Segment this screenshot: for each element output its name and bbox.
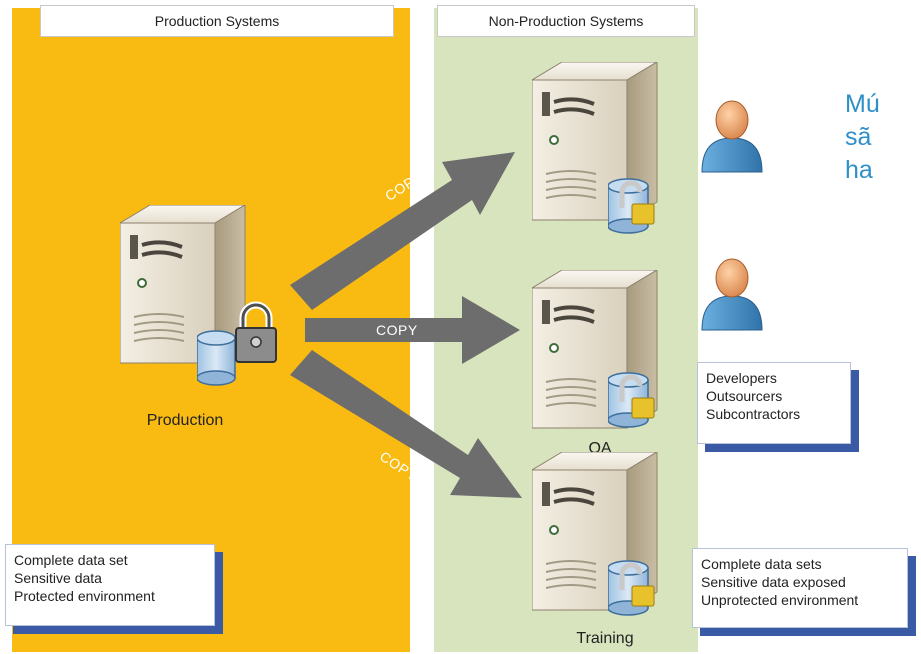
production-info-text: Complete data set Sensitive data Protect… — [5, 544, 215, 626]
info-line: Sensitive data — [14, 570, 102, 586]
database-lock-icon — [608, 178, 658, 238]
database-lock-icon — [608, 560, 658, 620]
info-line: Developers — [706, 370, 777, 386]
padlock-icon — [235, 301, 277, 363]
arrow-icon — [305, 296, 520, 364]
training-label: Training — [576, 630, 634, 647]
callout-line: ha — [845, 156, 873, 184]
callout-line: Mú — [845, 90, 880, 118]
users-info-box: Developers Outsourcers Subcontractors — [697, 362, 859, 452]
users-info-text: Developers Outsourcers Subcontractors — [697, 362, 851, 444]
info-line: Subcontractors — [706, 406, 801, 422]
nonproduction-info-box: Complete data sets Sensitive data expose… — [692, 548, 916, 636]
copy-label-2: COPY — [376, 322, 418, 338]
info-line: Outsourcers — [706, 388, 783, 404]
nonproduction-panel-title: Non-Production Systems — [437, 5, 695, 37]
callout-text: Mú sã ha — [845, 88, 880, 187]
database-lock-icon — [608, 372, 658, 432]
info-line: Complete data set — [14, 552, 128, 568]
info-line: Complete data sets — [701, 556, 822, 572]
production-info-box: Complete data set Sensitive data Protect… — [5, 544, 223, 634]
info-line: Sensitive data exposed — [701, 574, 846, 590]
arrow-icon — [290, 152, 515, 310]
info-line: Protected environment — [14, 588, 155, 604]
database-icon — [197, 330, 236, 386]
person-icon — [701, 100, 763, 173]
production-panel-title: Production Systems — [40, 5, 394, 37]
production-label: Production — [146, 412, 224, 429]
nonproduction-info-text: Complete data sets Sensitive data expose… — [692, 548, 908, 628]
info-line: Unprotected environment — [701, 592, 859, 608]
arrow-icon — [290, 350, 522, 498]
person-icon — [701, 258, 763, 331]
callout-line: sã — [845, 123, 872, 151]
